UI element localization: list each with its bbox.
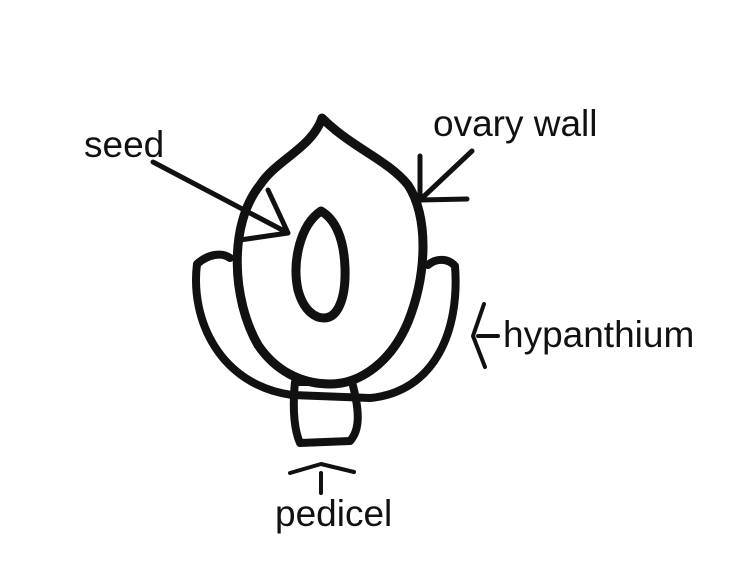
ovary-wall-arrow bbox=[417, 148, 475, 203]
label-ovary-wall: ovary wall bbox=[433, 103, 598, 144]
pedicel-arrow bbox=[288, 462, 356, 495]
seed-shape bbox=[291, 206, 350, 323]
label-pedicel: pedicel bbox=[275, 493, 393, 534]
pedicel-shape bbox=[289, 378, 362, 447]
hypanthium-shape bbox=[192, 250, 460, 402]
ovary-wall-shape bbox=[232, 113, 428, 389]
seed-arrow bbox=[150, 159, 291, 243]
hypanthium-arrow bbox=[471, 302, 500, 369]
label-hypanthium: hypanthium bbox=[503, 314, 695, 355]
label-seed: seed bbox=[84, 124, 165, 165]
